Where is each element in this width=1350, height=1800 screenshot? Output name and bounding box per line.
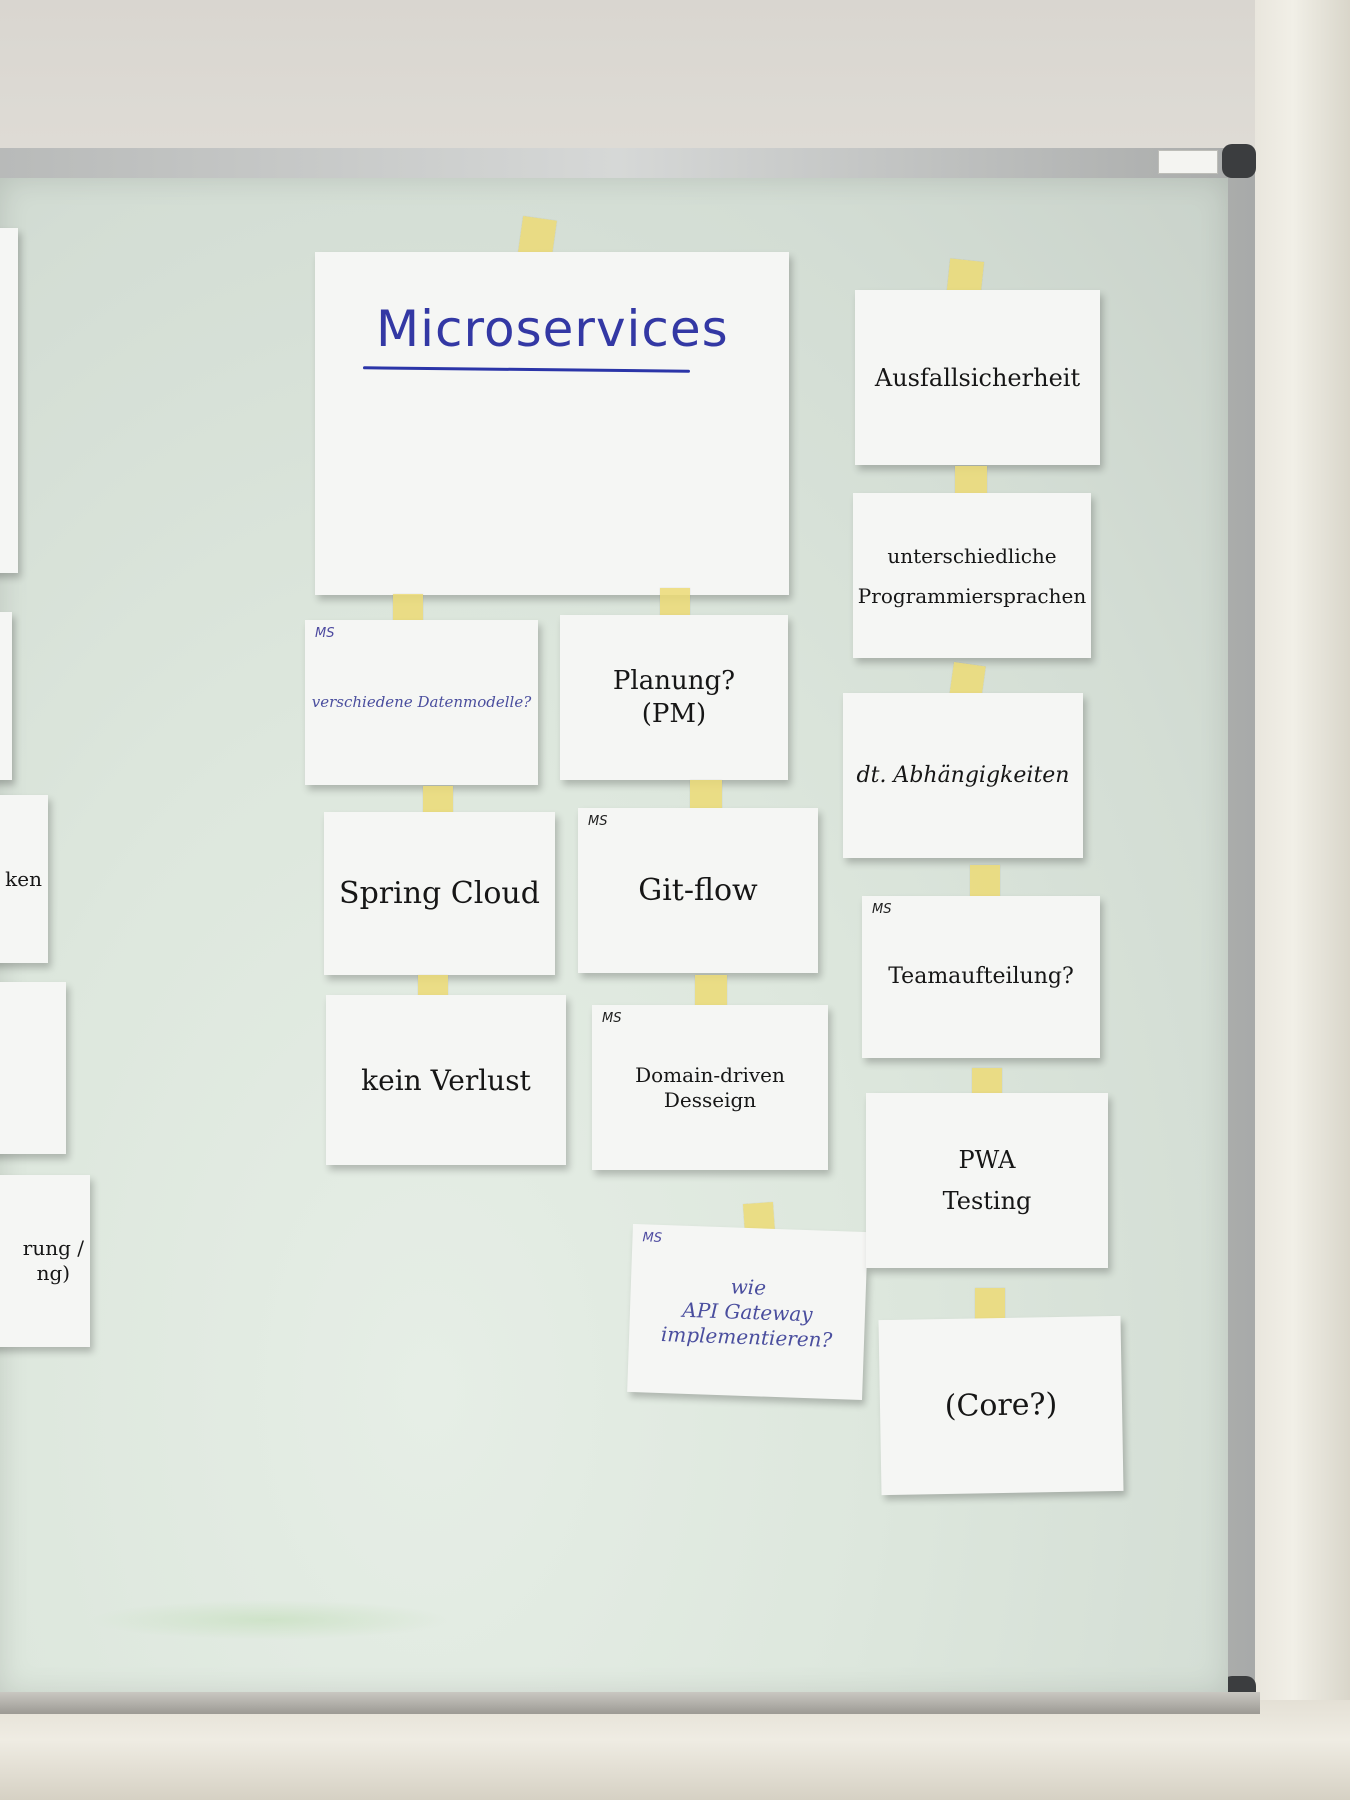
tag-label: MS [315,626,335,641]
edge-note: rung / ng) [0,1175,90,1347]
note-planung: Planung? (PM) [560,615,788,780]
title-sheet: Microservices [315,252,789,595]
note-kein-verlust: kein Verlust [326,995,566,1165]
marker-tray [0,1692,1260,1714]
note-api-gateway: MS wie API Gateway implementieren? [627,1223,868,1401]
note-text: verschiedene Datenmodelle? [311,693,532,712]
page-title: Microservices [376,300,729,358]
brand-sticker [1158,150,1218,174]
note-text: Spring Cloud [339,875,540,911]
edge-note [0,982,66,1154]
note-text: wie API Gateway implementieren? [660,1273,833,1352]
edge-note-text: rung / ng) [22,1236,84,1285]
note-ddd: MS Domain-driven Desseign [592,1005,828,1170]
edge-note-text: ken [5,866,42,891]
edge-note [0,612,12,780]
note-spring-cloud: Spring Cloud [324,812,555,975]
edge-note [0,228,18,573]
wall [1255,0,1350,1800]
edge-note: ken [0,795,48,963]
frame-corner [1222,144,1256,178]
tag-label: MS [872,902,892,917]
note-text: Domain-driven Desseign [635,1062,785,1112]
floor [0,1700,1350,1800]
note-abhaengigkeiten: dt. Abhängigkeiten [843,693,1083,858]
note-core: (Core?) [878,1315,1124,1496]
tag-label: MS [642,1230,663,1246]
note-text: Ausfallsicherheit [874,363,1081,392]
note-text: unterschiedliche Programmiersprachen [857,543,1087,608]
note-datenmodelle: MS verschiedene Datenmodelle? [305,620,538,785]
marker-residue [90,1600,450,1640]
note-text: Git-flow [638,872,758,908]
note-programmiersprachen: unterschiedliche Programmiersprachen [853,493,1091,658]
note-text: Planung? (PM) [612,666,736,729]
note-text: (Core?) [944,1386,1058,1424]
note-ausfallsicherheit: Ausfallsicherheit [855,290,1100,465]
tag-label: MS [588,814,608,829]
tag-label: MS [602,1011,622,1026]
note-text: dt. Abhängigkeiten [856,762,1070,788]
note-git-flow: MS Git-flow [578,808,818,973]
note-text: Teamaufteilung? [888,964,1074,990]
note-teamaufteilung: MS Teamaufteilung? [862,896,1100,1058]
note-pwa-testing: PWA Testing [866,1093,1108,1268]
note-text: kein Verlust [361,1063,531,1097]
note-text: PWA Testing [942,1145,1032,1215]
